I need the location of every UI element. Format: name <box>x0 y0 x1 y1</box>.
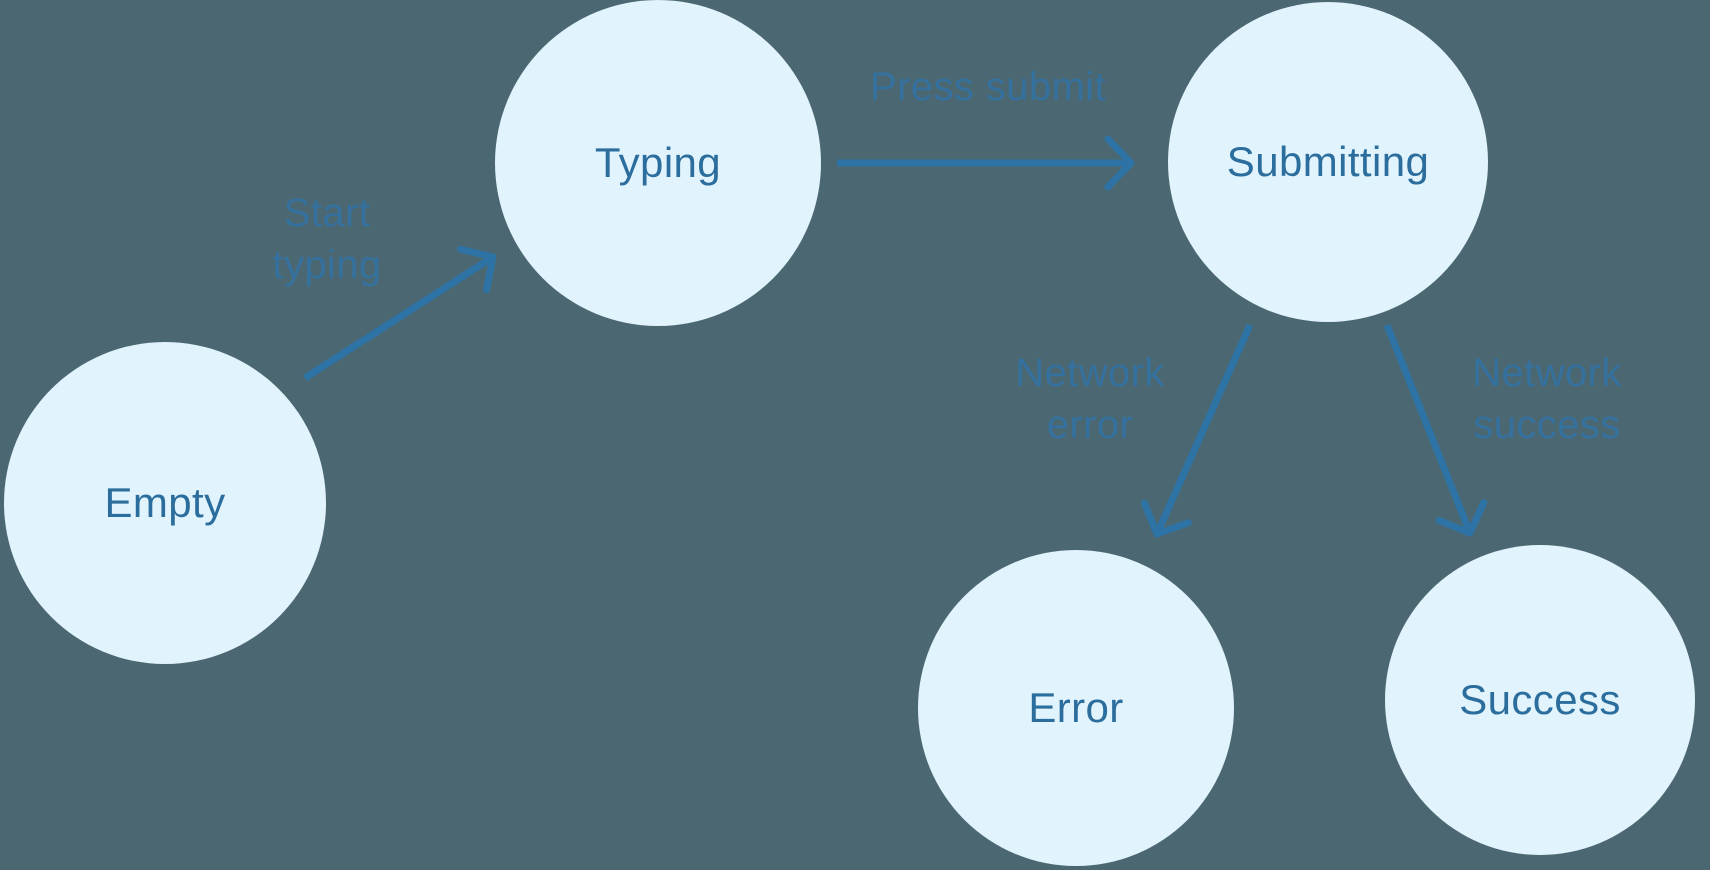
state-node-success: Success <box>1385 545 1695 855</box>
transition-label-line: error <box>1046 403 1134 447</box>
transition-label-network-success: Network success <box>1472 347 1622 451</box>
transition-label-start-typing: Start typing <box>272 187 381 291</box>
state-node-error: Error <box>918 550 1234 866</box>
state-node-typing-label: Typing <box>594 139 722 186</box>
transition-arrow-network-error <box>1140 323 1254 538</box>
transition-label-line: typing <box>272 243 382 287</box>
state-node-empty: Empty <box>4 342 326 664</box>
state-node-empty-label: Empty <box>104 479 226 526</box>
state-node-submitting-label: Submitting <box>1226 138 1430 185</box>
state-node-error-label: Error <box>1028 684 1124 731</box>
state-node-submitting: Submitting <box>1168 2 1488 322</box>
state-node-success-label: Success <box>1459 676 1621 723</box>
transition-label-line: Network <box>1015 351 1165 395</box>
transition-label-network-error: Network error <box>1015 347 1165 451</box>
transition-label-line: Press submit <box>870 65 1106 109</box>
state-node-typing: Typing <box>495 0 821 326</box>
transition-label-line: Network <box>1472 351 1622 395</box>
transition-label-line: Start <box>283 191 371 235</box>
transition-arrow-network-success <box>1383 323 1488 537</box>
transition-label-press-submit: Press submit <box>870 61 1106 113</box>
transition-label-line: success <box>1473 403 1621 447</box>
